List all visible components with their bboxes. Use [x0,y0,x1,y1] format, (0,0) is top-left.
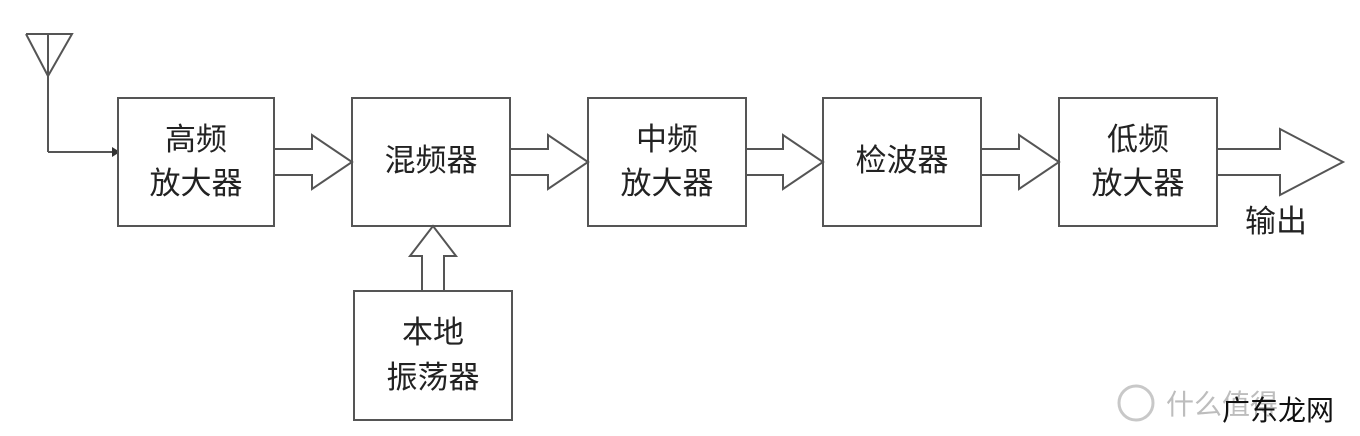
arrow-detector-to-lf [980,133,1061,191]
if-amplifier-label-line2: 放大器 [621,166,714,202]
arrow-mixer-to-if [509,133,590,191]
arrow-oscillator-to-mixer [407,224,459,292]
if-amplifier-label-line1: 中频 [636,122,698,158]
mixer-block: 混频器 [351,97,511,227]
antenna-icon [25,33,120,157]
arrow-if-to-detector [745,133,825,191]
rf-amplifier-label-line2: 放大器 [150,166,243,202]
lf-amplifier-block: 低频 放大器 [1058,97,1218,227]
watermark-bold-text: 广东龙网 [1222,394,1334,427]
lf-amplifier-label-line1: 低频 [1107,122,1169,158]
lf-amplifier-label-line2: 放大器 [1092,166,1185,202]
local-oscillator-label-line2: 振荡器 [387,360,480,396]
watermark: 什么值得 广东龙网 [1117,384,1334,427]
if-amplifier-block: 中频 放大器 [587,97,747,227]
rf-amplifier-label-line1: 高频 [165,122,227,158]
arrow-rf-to-mixer [273,133,354,191]
output-label: 输出 [1245,204,1307,240]
watermark-logo-icon [1117,384,1155,422]
local-oscillator-label-line1: 本地 [402,315,464,351]
local-oscillator-block: 本地 振荡器 [353,290,513,421]
watermark-muted-text: 什么值得 [1166,388,1278,421]
rf-amplifier-block: 高频 放大器 [117,97,275,227]
detector-block: 检波器 [822,97,982,227]
arrow-output [1216,127,1346,197]
detector-label: 检波器 [856,143,949,179]
mixer-label: 混频器 [385,143,478,179]
